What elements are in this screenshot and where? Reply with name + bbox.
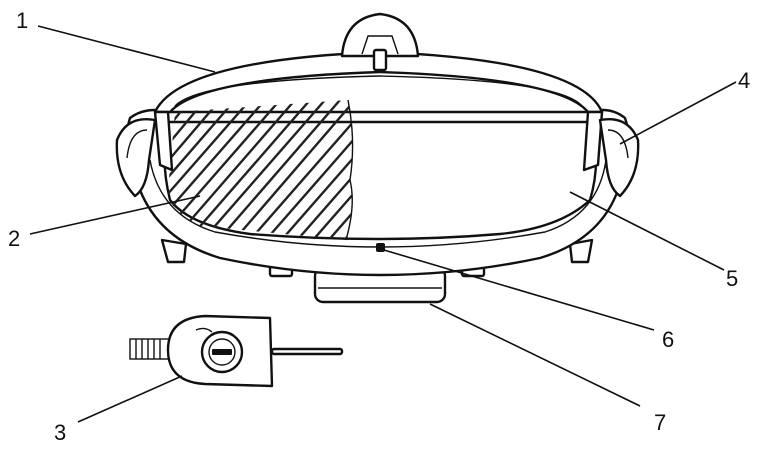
callout-labels: 1 2 3 4 5 6 7 — [8, 8, 750, 445]
drip-hole — [376, 243, 385, 252]
leader-6 — [383, 249, 655, 331]
lid — [153, 12, 604, 172]
side-handle — [115, 118, 640, 198]
leader-1 — [37, 25, 216, 73]
leader-lines — [29, 25, 737, 423]
callout-4: 4 — [738, 68, 750, 93]
pan-body — [125, 108, 631, 277]
callout-3: 3 — [54, 420, 66, 445]
callout-1: 1 — [16, 8, 28, 33]
leader-3 — [77, 375, 183, 423]
callout-6: 6 — [662, 327, 674, 352]
leader-7 — [429, 303, 641, 407]
callout-2: 2 — [8, 226, 20, 251]
callout-7: 7 — [654, 410, 666, 435]
flat-plate-surface — [345, 99, 354, 241]
leader-4 — [619, 81, 737, 145]
callout-5: 5 — [726, 266, 738, 291]
thermostat-probe — [129, 314, 344, 388]
leader-5 — [569, 191, 725, 271]
leader-2 — [29, 195, 201, 235]
